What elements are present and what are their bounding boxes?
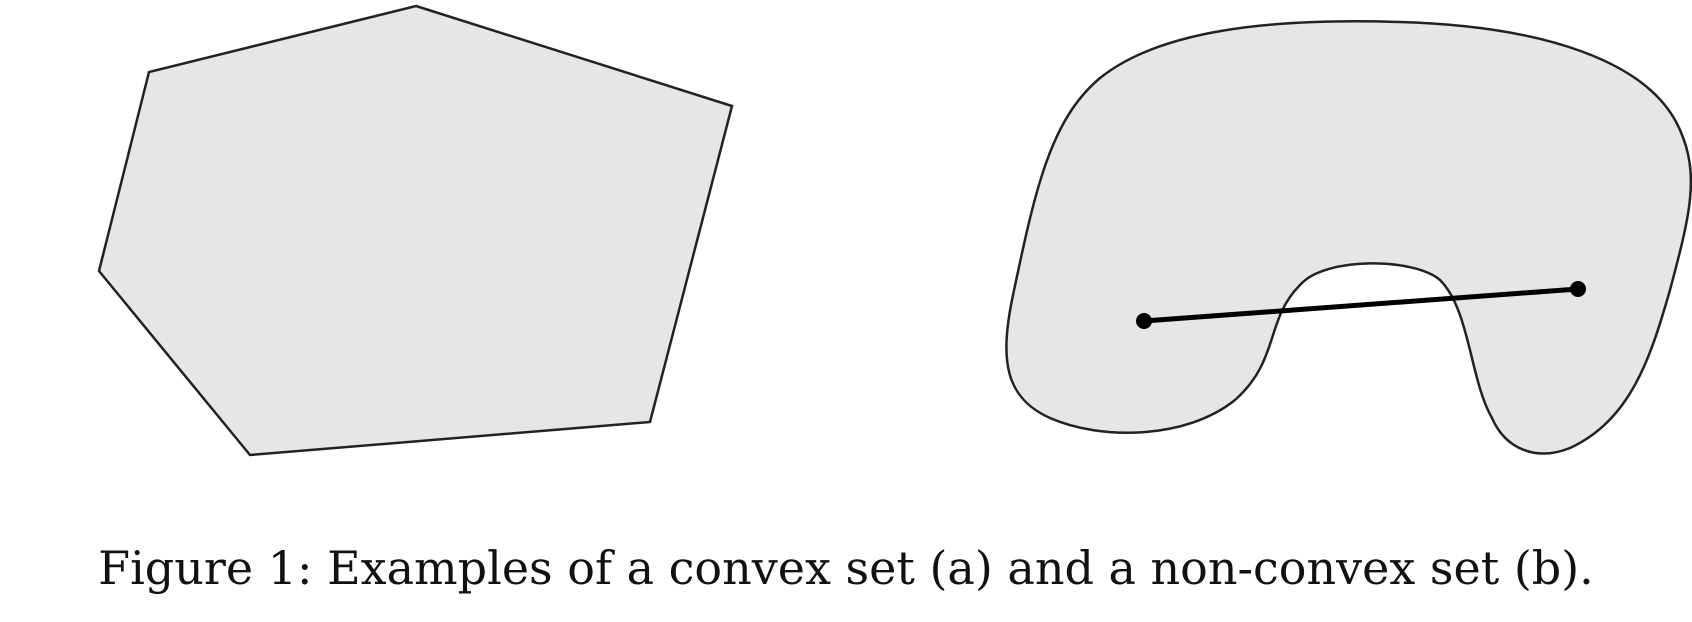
non-convex-set-shape [1005,20,1692,455]
segment-endpoint-right [1570,281,1586,297]
segment-endpoint-left [1136,313,1152,329]
convex-set-shape [97,4,734,457]
segment-line [1141,286,1581,324]
figure-caption: Figure 1: Examples of a convex set (a) a… [98,541,1594,595]
